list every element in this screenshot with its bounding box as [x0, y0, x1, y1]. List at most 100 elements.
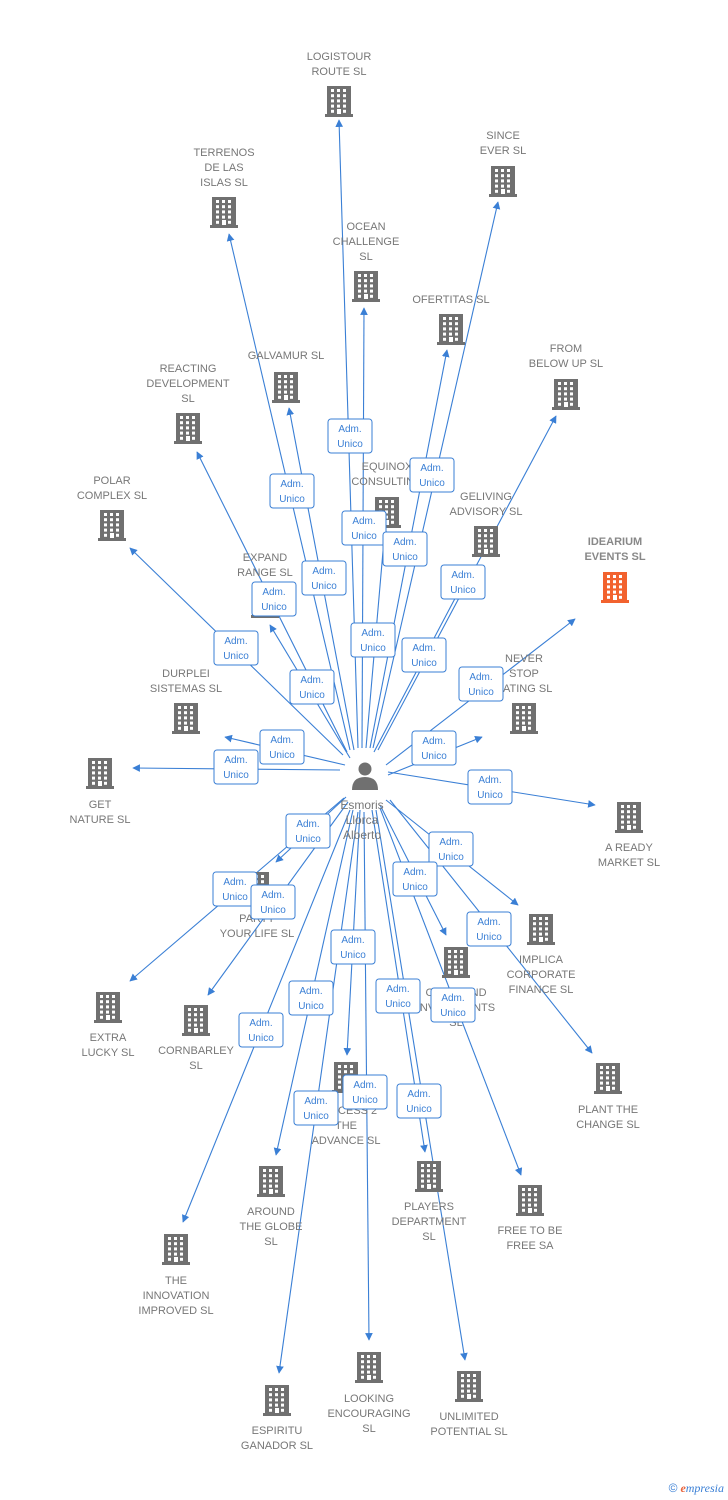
building-icon: [263, 1385, 291, 1416]
relation-tag-plantthe[interactable]: Adm.Unico: [466, 911, 512, 947]
relation-tag-equinox[interactable]: Adm. Unico: [350, 622, 396, 658]
relation-tag-text: Adm.: [338, 424, 361, 435]
company-label: ISLAS SL: [200, 177, 248, 189]
company-label: ADVANCE SL: [312, 1135, 381, 1147]
building-icon: [442, 947, 470, 978]
company-label: SL: [189, 1060, 202, 1072]
relation-tag-idearium[interactable]: Adm.Unico: [458, 666, 504, 702]
relation-tag-extralucky[interactable]: Adm.Unico: [212, 871, 258, 907]
person-icon-body: [352, 777, 378, 790]
relation-tag-freetobe[interactable]: Adm.Unico: [430, 987, 476, 1023]
relation-tag-espiritu[interactable]: Adm.Unico: [293, 1090, 339, 1126]
relation-tag-text: Adm.: [361, 628, 384, 639]
person-name: Llorca: [346, 813, 379, 827]
relation-tag-text: Adm.: [469, 672, 492, 683]
relation-tag-party[interactable]: Adm.Unico: [285, 813, 331, 849]
relation-tag-terrenos[interactable]: Adm.Unico: [269, 473, 315, 509]
building-icon: [182, 1005, 210, 1036]
relation-tag-cornbarley[interactable]: Adm.Unico: [250, 884, 296, 920]
relation-tag-text: Adm.: [223, 877, 246, 888]
company-label: FREE SA: [506, 1240, 554, 1252]
relation-tag-getnature[interactable]: Adm.Unico: [213, 749, 259, 785]
relation-tag-around[interactable]: Adm.Unico: [288, 980, 334, 1016]
company-label: LOGISTOUR: [307, 51, 372, 63]
relation-tag-ofertitas[interactable]: Adm.Unico: [382, 531, 428, 567]
relation-tag-text: Unico: [360, 643, 386, 654]
relation-tag-geliving[interactable]: Adm.Unico: [401, 637, 447, 673]
building-icon: [552, 379, 580, 410]
relation-tag-success[interactable]: Adm.Unico: [330, 929, 376, 965]
company-label: LOOKING: [344, 1393, 394, 1405]
relation-tag-text: Unico: [438, 852, 464, 863]
relation-tag-text: Adm.: [300, 675, 323, 686]
building-icon: [601, 572, 629, 603]
relation-tag-frombelow[interactable]: Adm.Unico: [440, 564, 486, 600]
company-label: DEVELOPMENT: [146, 378, 229, 390]
relation-tag-players[interactable]: Adm.Unico: [375, 978, 421, 1014]
relation-tag-text: Adm.: [304, 1096, 327, 1107]
company-node-getnature[interactable]: GET NATURE SL: [70, 758, 131, 826]
relation-tag-text: Adm.: [270, 735, 293, 746]
relation-tag-text: Adm.: [352, 516, 375, 527]
relation-tag-innovation[interactable]: Adm.Unico: [238, 1012, 284, 1048]
building-icon: [174, 413, 202, 444]
relation-tag-coneland[interactable]: Adm.Unico: [392, 861, 438, 897]
relation-tag-logistour[interactable]: Adm. Unico: [327, 418, 373, 454]
company-label: EATING SL: [496, 683, 553, 695]
building-icon: [437, 314, 465, 345]
relation-tag-looking[interactable]: Adm.Unico: [342, 1074, 388, 1110]
relation-tag-reacting[interactable]: Adm.Unico: [251, 581, 297, 617]
relation-tag-implica[interactable]: Adm.Unico: [428, 831, 474, 867]
company-node-ofertitas[interactable]: OFERTITAS SL: [412, 294, 490, 345]
relation-tag-ocean[interactable]: Adm.Unico: [341, 510, 387, 546]
company-label: DEPARTMENT: [392, 1216, 467, 1228]
brand-initial: e: [680, 1481, 686, 1495]
relation-tag-polar[interactable]: Adm.Unico: [213, 630, 259, 666]
relation-tag-since[interactable]: Adm.Unico: [409, 457, 455, 493]
company-label: THE GLOBE: [240, 1221, 303, 1233]
relation-tag-aready[interactable]: Adm.Unico: [467, 769, 513, 805]
relation-tag-unlimited[interactable]: Adm.Unico: [396, 1083, 442, 1119]
relation-tag-text: Unico: [337, 439, 363, 450]
building-icon: [516, 1185, 544, 1216]
relation-tag-expand[interactable]: Adm.Unico: [289, 669, 335, 705]
relation-tag-neverstop[interactable]: Adm.Unico: [411, 730, 457, 766]
company-label: GET: [89, 799, 112, 811]
building-icon: [257, 1166, 285, 1197]
company-label: SL: [422, 1231, 435, 1243]
company-node-galvamur[interactable]: GALVAMUR SL: [248, 350, 325, 403]
company-label: NATURE SL: [70, 814, 131, 826]
relation-tag-text: Unico: [406, 1104, 432, 1115]
company-label: COMPLEX SL: [77, 490, 147, 502]
relation-tag-durplei[interactable]: Adm.Unico: [259, 729, 305, 765]
company-label: OCEAN: [346, 221, 385, 233]
company-label: FROM: [550, 343, 582, 355]
relation-tag-galvamur[interactable]: Adm.Unico: [301, 560, 347, 596]
